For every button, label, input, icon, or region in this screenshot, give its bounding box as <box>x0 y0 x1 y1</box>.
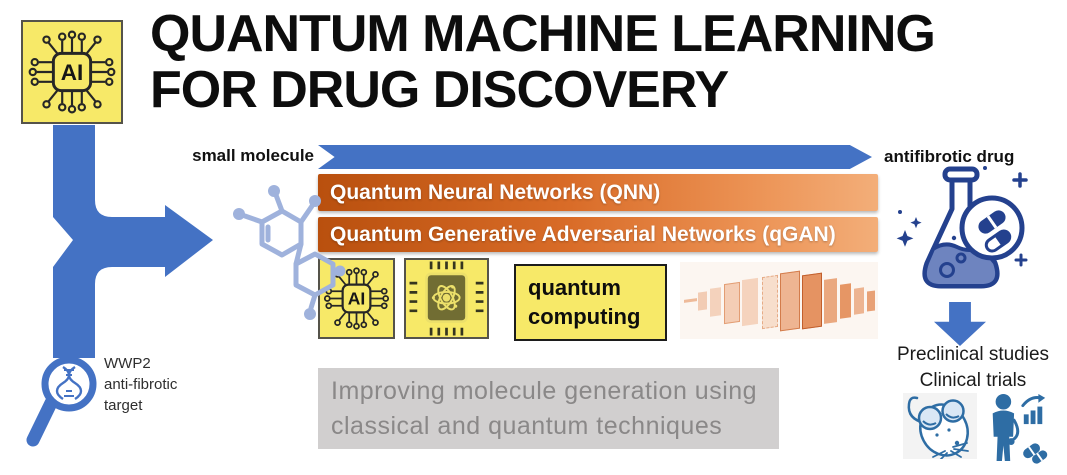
target-line-3: target <box>104 397 143 414</box>
antifibrotic-drug-label: antifibrotic drug <box>884 147 1015 166</box>
flow-arrow <box>318 145 872 169</box>
down-arrow-icon <box>934 302 986 346</box>
target-line-1: WWP2 <box>104 355 151 372</box>
small-molecule-label: small molecule <box>192 146 314 165</box>
title-line-2: FOR DRUG DISCOVERY <box>150 61 729 119</box>
quantum-computing-line-2: computing <box>528 304 641 329</box>
ai-chip-graphic: AI <box>28 30 116 114</box>
dna-icon <box>55 365 83 401</box>
outcome-line-2: Clinical trials <box>919 370 1027 391</box>
note-line-2: classical and quantum techniques <box>331 412 723 440</box>
flask-pills-icon <box>896 166 1028 289</box>
quantum-chip-icon <box>404 258 489 339</box>
dna-magnifier-icon <box>26 356 97 447</box>
page-title: QUANTUM MACHINE LEARNING FOR DRUG DISCOV… <box>150 5 936 119</box>
mouse-graphic <box>907 396 969 462</box>
ai-chip-icon: AI <box>21 20 123 124</box>
molecule-icon <box>233 185 346 320</box>
outcome-label: Preclinical studies Clinical trials <box>878 342 1067 394</box>
mouse-icon <box>903 393 977 462</box>
qnn-bar: Quantum Neural Networks (QNN) <box>318 174 878 211</box>
qgan-bar: Quantum Generative Adversarial Networks … <box>318 217 878 252</box>
quantum-computing-line-1: quantum <box>528 275 621 300</box>
title-line-1: QUANTUM MACHINE LEARNING <box>150 5 936 63</box>
ai-chip-small-label: AI <box>348 288 366 308</box>
ai-chip-graphic-small: AI <box>323 267 390 330</box>
note-box: Improving molecule generation using clas… <box>318 368 779 449</box>
note-line-1: Improving molecule generation using <box>331 377 758 405</box>
outcome-line-1: Preclinical studies <box>896 344 1050 365</box>
target-line-2: anti-fibrotic <box>104 376 178 393</box>
quantum-computing-box: quantum computing <box>514 264 667 341</box>
target-label: WWP2 anti-fibrotic target <box>104 353 177 416</box>
quantum-chip-graphic <box>409 261 484 336</box>
clinical-person-icon <box>992 393 1048 464</box>
merge-arrow-icon <box>53 125 213 358</box>
ai-chip-label: AI <box>61 60 84 85</box>
neural-network-image <box>680 262 878 339</box>
